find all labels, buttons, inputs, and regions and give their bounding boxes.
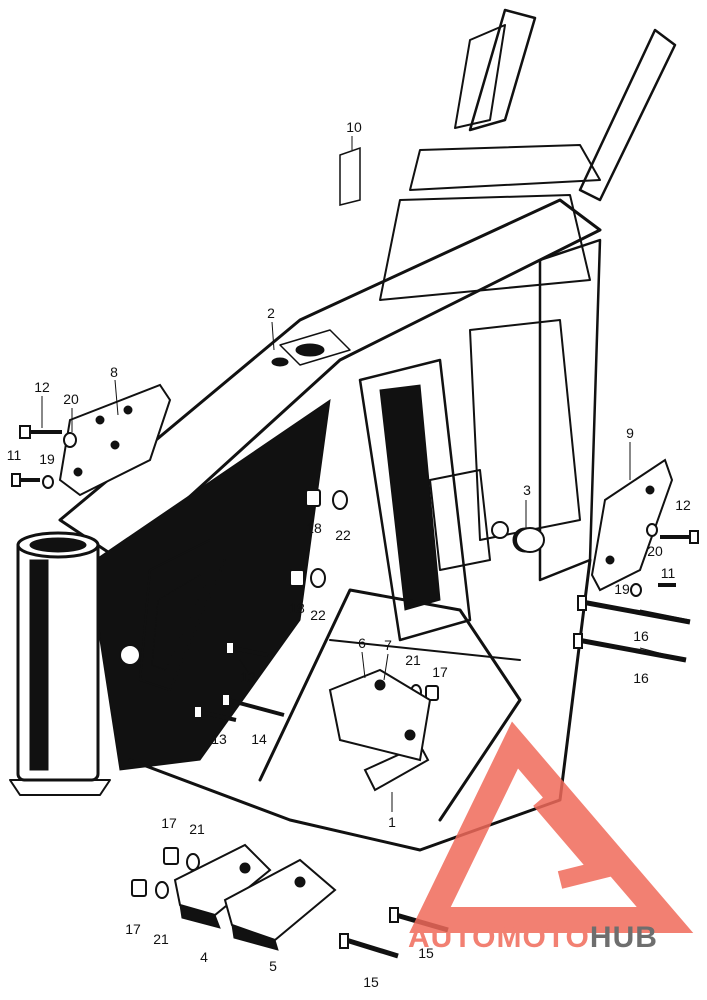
- callout-8: 8: [110, 364, 118, 380]
- callout-17-lower-a: 17: [161, 815, 177, 831]
- watermark-text-moto: MOTO: [496, 921, 589, 954]
- callout-21-lower-a: 21: [189, 821, 205, 837]
- callout-15-left: 15: [363, 974, 379, 990]
- callout-18-upper: 18: [306, 520, 322, 536]
- callout-6: 6: [358, 635, 366, 651]
- callout-11-right: 11: [661, 565, 676, 581]
- callout-20-right: 20: [647, 543, 663, 559]
- plates-6-7: [328, 668, 432, 762]
- callout-16-upper: 16: [633, 628, 649, 644]
- callout-5: 5: [269, 958, 277, 974]
- emblem-plate-10: [339, 146, 361, 206]
- callout-12-left: 12: [34, 379, 50, 395]
- callout-21-lower-b: 21: [153, 931, 169, 947]
- callout-4: 4: [200, 949, 208, 965]
- watermark-triangle-icon: [409, 721, 694, 933]
- callout-9: 9: [626, 425, 634, 441]
- callout-20-left: 20: [63, 391, 79, 407]
- main-frame: [9, 8, 677, 852]
- callout-22-upper: 22: [335, 527, 351, 543]
- callout-13-lower: 13: [211, 731, 227, 747]
- watermark-logo: AUTOMOTOHUB: [408, 721, 694, 954]
- callout-1: 1: [388, 814, 396, 830]
- callout-21-middle: 21: [405, 652, 421, 668]
- leader-lines: [41, 136, 691, 812]
- callout-17-lower-b: 17: [125, 921, 141, 937]
- callout-19-left: 19: [39, 451, 55, 467]
- callout-14: 14: [251, 731, 267, 747]
- watermark-text: AUTOMOTOHUB: [408, 921, 658, 954]
- callout-10: 10: [346, 119, 362, 135]
- callout-2: 2: [267, 305, 275, 321]
- callout-16-lower: 16: [633, 670, 649, 686]
- callout-labels: 10 2 8 12 20 11 19 3 9 12 20 19 11 18 22…: [7, 119, 691, 990]
- callout-13-upper: 13: [240, 669, 256, 685]
- watermark-text-auto: AUTO: [408, 921, 496, 954]
- callout-18-lower: 18: [289, 600, 305, 616]
- plates-4-5: [173, 843, 337, 951]
- callout-12-right: 12: [675, 497, 691, 513]
- bracket-8: [58, 383, 172, 497]
- callout-17-middle: 17: [432, 664, 448, 680]
- callout-22-lower: 22: [310, 607, 326, 623]
- watermark-text-hub: HUB: [590, 921, 658, 954]
- callout-7: 7: [384, 637, 392, 653]
- bolts-and-nuts: [11, 425, 699, 959]
- bracket-9: [590, 458, 674, 592]
- callout-19-right: 19: [614, 581, 630, 597]
- callout-11-left: 11: [7, 447, 22, 463]
- callout-3: 3: [523, 482, 531, 498]
- callout-15-right: 15: [418, 945, 434, 961]
